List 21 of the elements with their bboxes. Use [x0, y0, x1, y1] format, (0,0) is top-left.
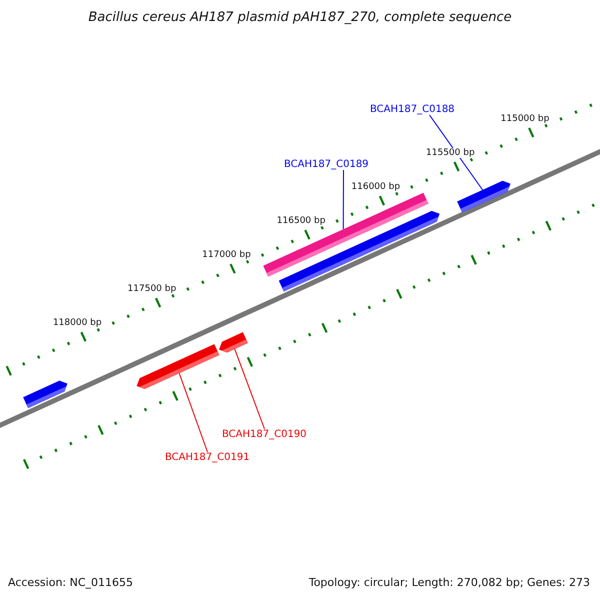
footer-text: Accession: NC_011655 [8, 576, 134, 589]
scale-label: 116000 bp [351, 182, 400, 192]
gene-label: BCAH187_C0188 [370, 104, 455, 115]
scale-label: 117500 bp [128, 284, 176, 294]
leader-line [342, 170, 344, 230]
gene-label: BCAH187_C0189 [284, 159, 369, 170]
scale-label: 116500 bp [276, 216, 326, 226]
leader-line [178, 372, 208, 452]
gene-label: BCAH187_C0191 [165, 452, 250, 463]
footer-text: Topology: circular; Length: 270,082 bp; Genes: 273 [308, 576, 590, 589]
scale-label: 115000 bp [500, 114, 550, 124]
gene-arrow [219, 332, 248, 353]
gene-arrow [457, 180, 510, 212]
leader-line [234, 348, 265, 430]
gene-label: BCAH187_C0190 [222, 429, 307, 440]
scale-label: 117000 bp [202, 250, 251, 260]
scale-label: 115500 bp [426, 148, 475, 158]
scale-label: 118000 bp [52, 318, 102, 328]
gene-arrow [23, 380, 68, 408]
gene-arrow [136, 344, 220, 389]
leader-line [429, 114, 484, 190]
